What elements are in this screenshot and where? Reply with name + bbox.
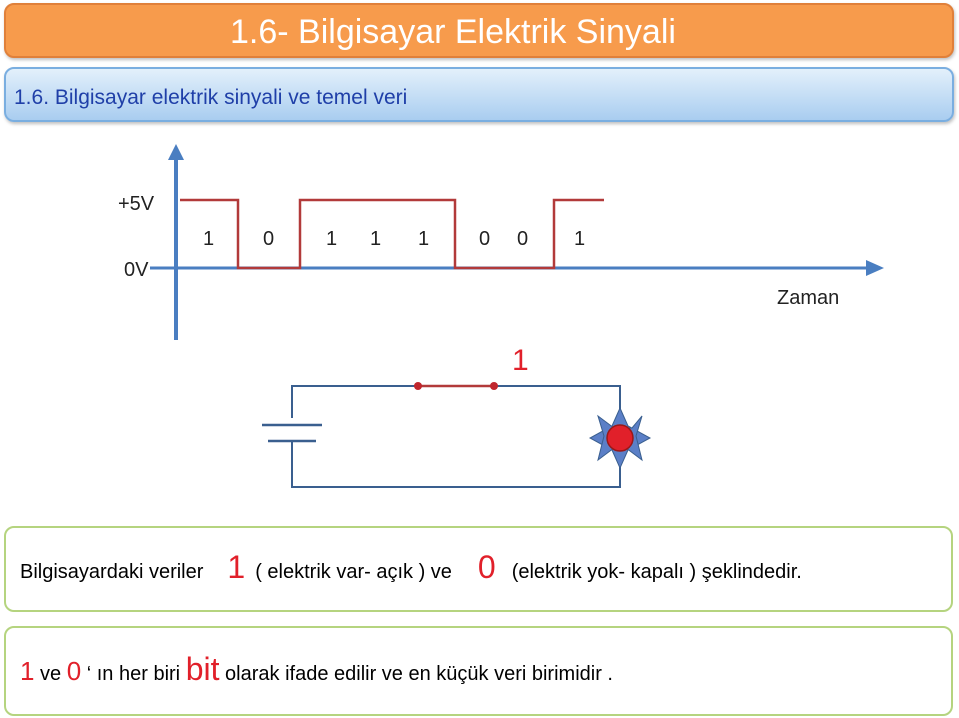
value-zero-desc: (elektrik yok- kapalı ) şeklindedir. [511, 561, 802, 583]
switch-contact-left [414, 382, 422, 390]
bit-ve: ve [40, 663, 62, 685]
high-voltage-label: +5V [118, 193, 155, 215]
bit-label: 1 [418, 228, 429, 250]
bit-label: 1 [370, 228, 381, 250]
title-bar: 1.6- Bilgisayar Elektrik Sinyali [4, 3, 954, 58]
bit-label: 1 [203, 228, 214, 250]
bit-label: 1 [574, 228, 585, 250]
low-voltage-label: 0V [124, 259, 149, 281]
time-axis-label: Zaman [777, 287, 839, 309]
bit-one: 1 [20, 656, 35, 686]
bit-rest-text: olarak ifade edilir ve en küçük veri bir… [225, 663, 613, 685]
info-line-signal-values: Bilgisayardaki veriler 1 ( elektrik var- a… [20, 549, 802, 586]
bit-label: 0 [517, 228, 528, 250]
circuit-wire-top [291, 385, 418, 418]
value-one-desc: ( elektrik var- açık ) ve [255, 561, 452, 583]
info-prefix: Bilgisayardaki veriler [20, 561, 204, 583]
bit-zero: 0 [66, 656, 82, 686]
slide-title: 1.6- Bilgisayar Elektrik Sinyali [230, 13, 676, 51]
slide-subtitle: 1.6. Bilgisayar elektrik sinyali ve teme… [14, 86, 408, 109]
lamp-icon [588, 406, 652, 470]
bit-labels: 1 0 1 1 1 0 0 1 [203, 228, 585, 250]
circuit [262, 384, 621, 488]
x-axis-arrow [866, 260, 884, 276]
value-one: 1 [227, 549, 246, 585]
bit-label: 1 [326, 228, 337, 250]
circuit-wire-bottom [291, 442, 621, 488]
switch-state-label: 1 [512, 344, 529, 377]
value-zero: 0 [477, 549, 496, 585]
bit-label: 0 [479, 228, 490, 250]
square-wave [180, 198, 604, 270]
info-line-bit-definition: 1 ve 0 ‘ ın her biri bit olarak ifade ed… [20, 651, 613, 688]
circuit-wire-top-right [494, 385, 621, 422]
bit-word: bit [185, 651, 220, 687]
info-box-bit-definition [4, 626, 953, 716]
y-axis-arrow [168, 144, 184, 160]
switch-contact-right [490, 382, 498, 390]
subtitle-bar: 1.6. Bilgisayar elektrik sinyali ve teme… [4, 67, 954, 122]
bit-label: 0 [263, 228, 274, 250]
info-box-signal-values [4, 526, 953, 612]
bit-middle-text: ‘ ın her biri [86, 663, 181, 685]
